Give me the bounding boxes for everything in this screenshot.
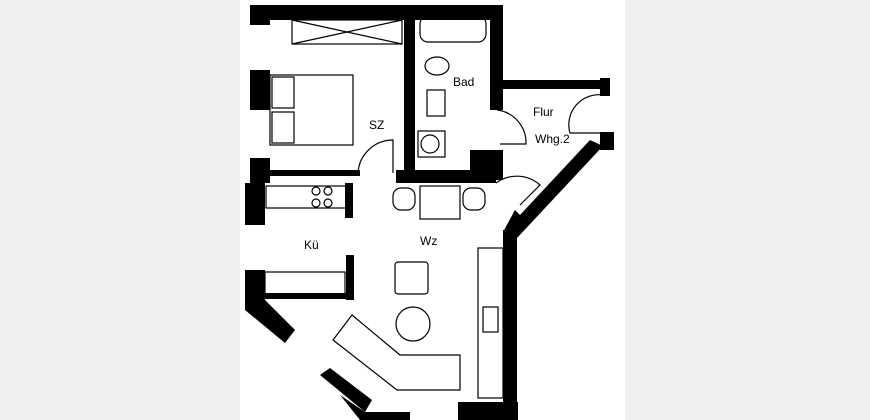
sink: [426, 89, 446, 117]
coffee-table: [395, 306, 431, 342]
room-label-kitchen: Kü: [304, 238, 319, 252]
bed: [269, 74, 354, 146]
room-label-hall: Flur: [533, 105, 554, 119]
plan-background: [240, 0, 625, 420]
bathtub: [419, 15, 487, 43]
room-label-bedroom: SZ: [369, 118, 384, 132]
wall-unit: [477, 247, 504, 399]
room-label-bath: Bad: [453, 75, 474, 89]
room-label-apartment: Whg.2: [535, 132, 570, 146]
sofa: [332, 314, 461, 391]
walls: [245, 5, 614, 420]
doors: [357, 94, 604, 206]
dining-table: [419, 185, 461, 220]
room-label-living: Wz: [420, 234, 437, 248]
armchair: [394, 261, 429, 295]
cupboard: [264, 271, 346, 295]
washing-machine: [417, 130, 446, 158]
toilet: [424, 56, 450, 76]
kitchen-counter: [265, 185, 347, 209]
wardrobe: [291, 19, 403, 45]
furniture: [264, 15, 504, 399]
